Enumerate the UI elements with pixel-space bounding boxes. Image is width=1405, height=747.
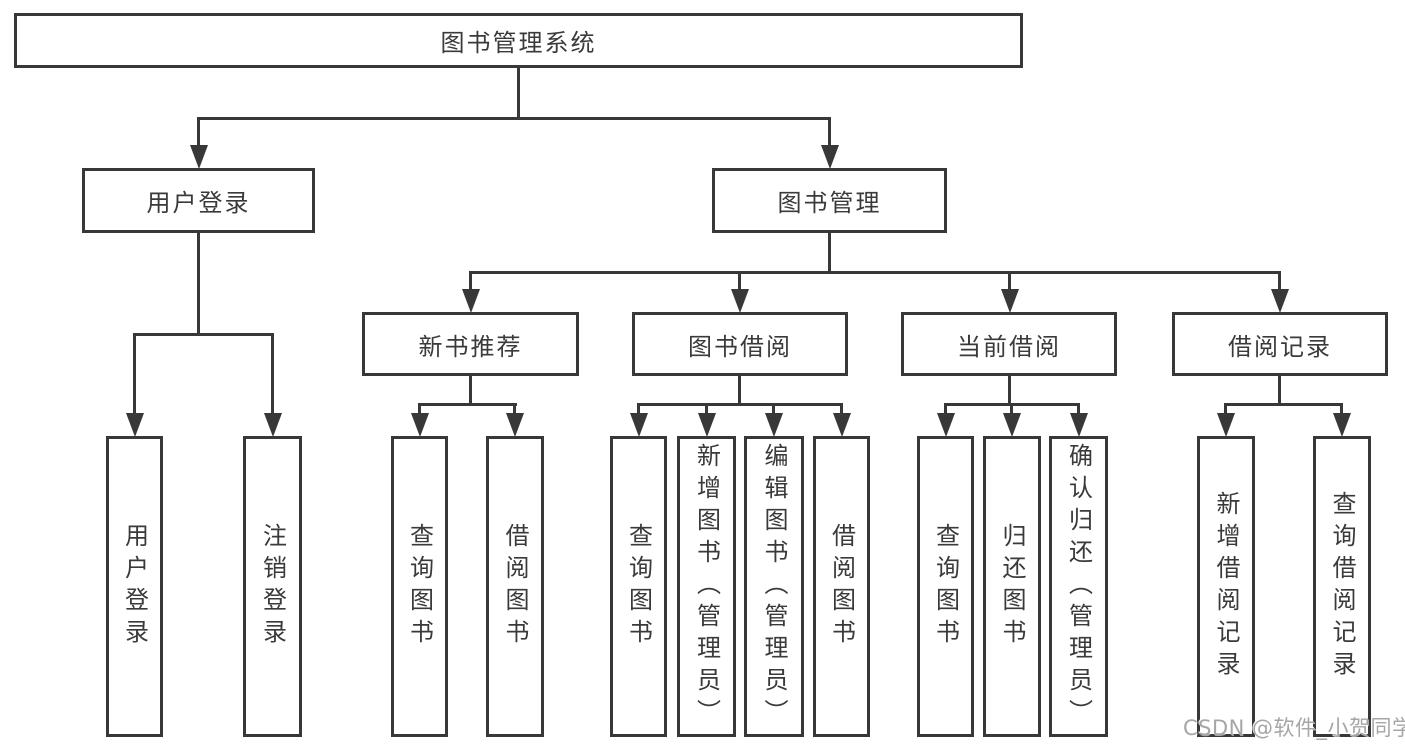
leaf-add-books-admin: 新增图书（管理员） <box>677 436 736 737</box>
arrowhead-down-icon <box>833 413 851 437</box>
connector-user-login-stem <box>197 233 200 336</box>
leaf-borrow-books: 借阅图书 <box>486 436 544 737</box>
leaf-edit-books-admin: 编辑图书（管理员） <box>744 436 804 737</box>
connector-stub-leaf <box>1340 403 1343 419</box>
connector-stub-leaf <box>1224 403 1227 419</box>
node-borrow-records: 借阅记录 <box>1172 312 1388 376</box>
connector-stub-book-borrow <box>738 271 741 293</box>
connector-stub-book-management <box>828 117 831 150</box>
connector-borrow-records-stem <box>1278 374 1281 406</box>
node-book-borrow: 图书借阅 <box>632 312 848 376</box>
connector-stub-current-borrow <box>1008 271 1011 293</box>
connector-stub-leaf <box>418 403 421 419</box>
connector-book-management-stem <box>828 233 831 273</box>
connector-stub-borrow-records <box>1278 271 1281 293</box>
connector-stub-leaf <box>271 333 274 415</box>
connector-stub-leaf <box>944 403 947 419</box>
node-root: 图书管理系统 <box>14 13 1023 68</box>
node-user-login: 用户登录 <box>82 168 315 233</box>
arrowhead-down-icon <box>462 289 480 313</box>
leaf-return-books: 归还图书 <box>983 436 1041 737</box>
arrowhead-down-icon <box>937 413 955 437</box>
watermark: CSDN @软件_小贺同学 <box>1183 716 1405 740</box>
arrowhead-down-icon <box>765 413 783 437</box>
leaf-logout-login: 注销登录 <box>243 436 302 737</box>
arrowhead-down-icon <box>1001 289 1019 313</box>
connector-stub-leaf <box>513 403 516 419</box>
arrowhead-down-icon <box>190 145 208 169</box>
connector-current-borrow-stem <box>1008 374 1011 406</box>
connector-book-borrow-rail <box>637 403 843 406</box>
connector-book-borrow-stem <box>738 374 741 406</box>
connector-stub-leaf <box>1077 403 1080 419</box>
connector-stub-user-login <box>197 117 200 150</box>
connector-new-book-stem <box>469 374 472 406</box>
arrowhead-down-icon <box>126 413 144 437</box>
leaf-confirm-return-admin: 确认归还（管理员） <box>1049 436 1108 737</box>
arrowhead-down-icon <box>630 413 648 437</box>
arrowhead-down-icon <box>1333 413 1351 437</box>
connector-root-stem <box>517 68 520 120</box>
connector-user-login-rail <box>133 333 274 336</box>
connector-stub-leaf <box>772 403 775 419</box>
arrowhead-down-icon <box>731 289 749 313</box>
connector-level2-rail <box>197 117 831 120</box>
arrowhead-down-icon <box>506 413 524 437</box>
connector-stub-leaf <box>133 333 136 415</box>
node-current-borrow: 当前借阅 <box>901 312 1117 376</box>
connector-stub-leaf <box>1010 403 1013 419</box>
arrowhead-down-icon <box>821 145 839 169</box>
leaf-user-login: 用户登录 <box>106 436 163 737</box>
leaf-query-books: 查询图书 <box>610 436 667 737</box>
leaf-query-books: 查询图书 <box>917 436 974 737</box>
arrowhead-down-icon <box>411 413 429 437</box>
connector-level3-rail <box>469 271 1281 274</box>
leaf-query-borrow-record: 查询借阅记录 <box>1313 436 1371 737</box>
leaf-borrow-books: 借阅图书 <box>813 436 870 737</box>
arrowhead-down-icon <box>264 413 282 437</box>
node-book-management: 图书管理 <box>712 168 947 233</box>
connector-borrow-records-rail <box>1224 403 1343 406</box>
arrowhead-down-icon <box>698 413 716 437</box>
connector-stub-new-book <box>469 271 472 293</box>
arrowhead-down-icon <box>1271 289 1289 313</box>
leaf-add-borrow-record: 新增借阅记录 <box>1197 436 1255 737</box>
connector-new-book-rail <box>418 403 517 406</box>
connector-stub-leaf <box>637 403 640 419</box>
arrowhead-down-icon <box>1217 413 1235 437</box>
arrowhead-down-icon <box>1070 413 1088 437</box>
connector-stub-leaf <box>840 403 843 419</box>
node-new-book-recommend: 新书推荐 <box>362 312 579 376</box>
connector-stub-leaf <box>705 403 708 419</box>
arrowhead-down-icon <box>1003 413 1021 437</box>
leaf-query-books: 查询图书 <box>391 436 448 737</box>
